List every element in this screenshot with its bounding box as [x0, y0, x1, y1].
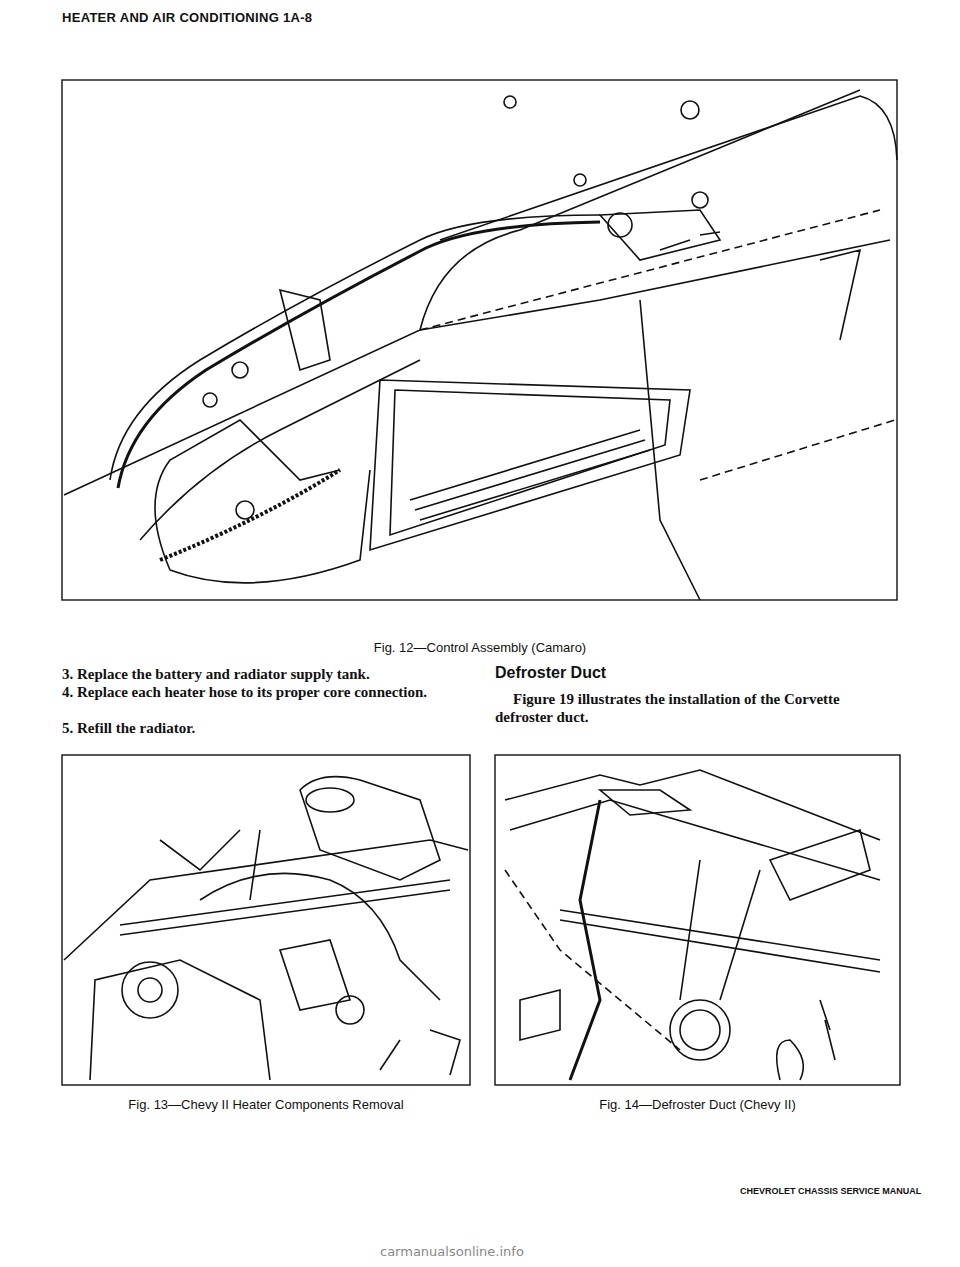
figure-caption: Fig. 13—Chevy II Heater Components Remov… [62, 1097, 470, 1112]
step-text: 5. Refill the radiator. [62, 719, 502, 737]
control-assembly-drawing [64, 90, 897, 600]
figure-caption: Fig. 14—Defroster Duct (Chevy II) [495, 1097, 900, 1112]
heater-components-drawing [64, 777, 468, 1080]
figure-frame [495, 755, 900, 1085]
page-footer: CHEVROLET CHASSIS SERVICE MANUAL [740, 1186, 921, 1196]
figure-frame [62, 80, 897, 600]
page-header: HEATER AND AIR CONDITIONING 1A-8 [62, 10, 312, 25]
figure-caption: Fig. 12—Control Assembly (Camaro) [300, 640, 660, 655]
section-heading: Defroster Duct [495, 664, 606, 682]
step-text: 4. Replace each heater hose to its prope… [62, 683, 502, 701]
watermark: carmanualsonline.info [380, 1244, 524, 1259]
defroster-duct-drawing [505, 770, 880, 1080]
paragraph-text: Figure 19 illustrates the installation o… [495, 690, 900, 726]
figure-frame [62, 755, 470, 1085]
step-text: 3. Replace the battery and radiator supp… [62, 665, 502, 683]
